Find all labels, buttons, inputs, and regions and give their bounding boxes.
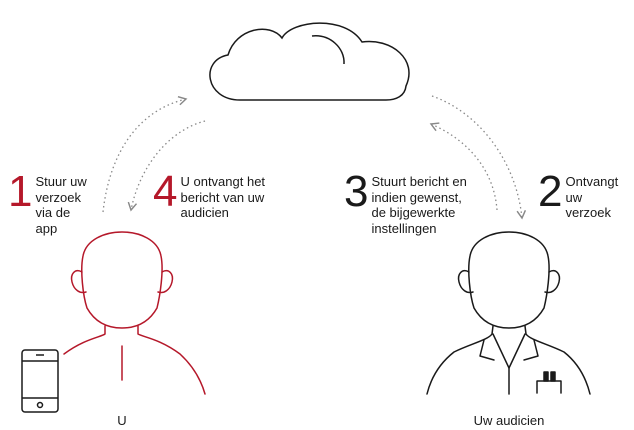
cloud-icon	[209, 22, 410, 101]
step-number: 2	[538, 167, 563, 216]
phone-icon	[21, 349, 59, 413]
audiologist-figure-icon	[426, 231, 591, 395]
step-text: Ontvangt uw verzoek	[565, 174, 619, 220]
step-1: 1 Stuur uw verzoek via de app	[8, 167, 87, 236]
user-figure-icon	[63, 231, 206, 395]
step-number: 3	[344, 167, 369, 216]
arrow-cloud-to-audiologist	[431, 95, 527, 220]
step-text: Stuurt bericht en indien gewenst, de bij…	[371, 174, 467, 236]
step-2: 2 Ontvangt uw verzoek	[538, 167, 619, 221]
step-number: 1	[8, 167, 33, 216]
step-3: 3 Stuurt bericht en indien gewenst, de b…	[344, 167, 467, 236]
user-label: U	[117, 413, 127, 428]
step-text: U ontvangt het bericht van uw audicien	[180, 174, 266, 220]
step-text: Stuur uw verzoek via de app	[35, 174, 87, 236]
step-4: 4 U ontvangt het bericht van uw audicien	[153, 167, 266, 221]
audiologist-label: Uw audicien	[473, 413, 545, 428]
arrow-user-to-cloud	[102, 95, 188, 213]
step-number: 4	[153, 167, 178, 216]
dotted-arrow-icon	[102, 95, 527, 220]
